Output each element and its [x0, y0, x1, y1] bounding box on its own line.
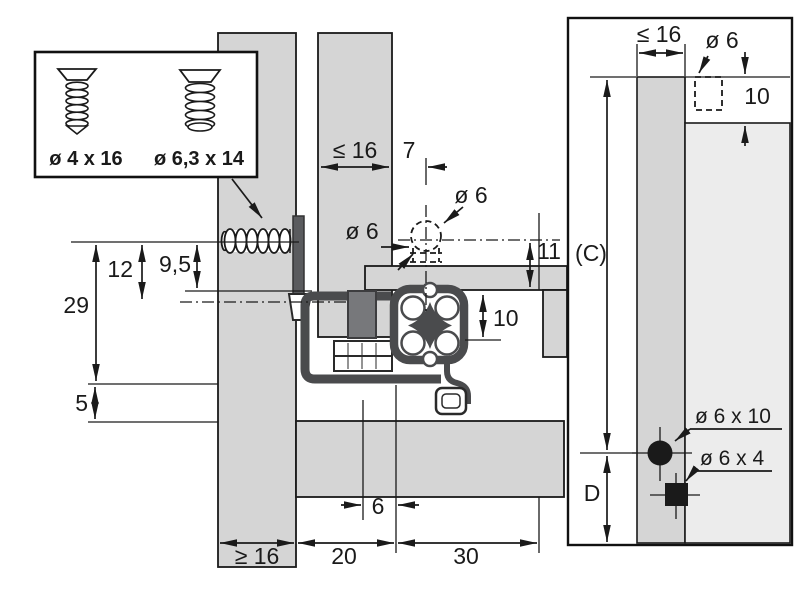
- side-view: ≤ 16 ø 6 10 (C) D ø 6 x 10 ø 6 x 4: [566, 16, 794, 547]
- dim-label-height-10: 10: [493, 305, 519, 331]
- dowel-pin-dashed: [398, 205, 560, 314]
- dim-offset-7: 7: [403, 137, 447, 185]
- drill-hole-dashed: [694, 76, 723, 111]
- rear-block: [542, 289, 568, 358]
- drill-position-back: [650, 473, 700, 519]
- slide-profile: [300, 281, 471, 416]
- dim-label-width-20: 20: [331, 543, 357, 569]
- slide-adapter-plates: [333, 340, 393, 372]
- dim-height-11: 11: [526, 238, 561, 287]
- dim-bottom-row: 6 ≥ 16 20 30: [220, 213, 540, 569]
- dim-label-hole-dia: ø 6: [345, 218, 378, 244]
- dim-label-height-9-5: 9,5: [159, 251, 191, 277]
- dim-pin-dia: ø 6: [443, 182, 488, 224]
- dim-panel-thickness-max: ≤ 16: [321, 137, 389, 171]
- dim-label-c: (C): [575, 240, 607, 266]
- drill-position-front: [632, 427, 692, 481]
- drawer-bottom-panel: [364, 265, 568, 291]
- small-screw-label: ø 4 x 16: [49, 148, 122, 170]
- small-screw-icon: [56, 68, 98, 136]
- dim-label-height-29: 29: [63, 292, 89, 318]
- dim-height-5: 5: [75, 387, 99, 419]
- euro-screw: [220, 228, 292, 254]
- legend-leader-arrow: [231, 178, 263, 219]
- large-screw-label: ø 6,3 x 14: [154, 148, 245, 170]
- slide-hook: [444, 362, 471, 404]
- dim-label-width-30: 30: [453, 543, 479, 569]
- dim-label-height-11: 11: [537, 238, 561, 264]
- dim-label-height-5: 5: [75, 390, 88, 416]
- large-screw-icon: [178, 69, 222, 132]
- dim-label-d: D: [584, 480, 601, 506]
- dim-label-height-12: 12: [107, 256, 133, 282]
- dim-label-right-thickness: ≤ 16: [637, 21, 682, 47]
- dim-height-9-5: 9,5: [159, 245, 201, 288]
- dim-height-29: 29: [63, 245, 100, 381]
- dim-label-right-hole-dia: ø 6: [705, 27, 738, 53]
- dim-label-panel-thickness-max: ≤ 16: [333, 137, 378, 163]
- dim-label-right-depth-10: 10: [744, 83, 770, 109]
- slide-clamp: [347, 290, 377, 339]
- side-view-panel-rear: [684, 122, 791, 544]
- dim-label-side-thickness-min: ≥ 16: [235, 543, 280, 569]
- bottom-shelf-panel: [295, 420, 565, 498]
- dim-label-pin-dia: ø 6: [454, 182, 487, 208]
- label-drill-back: ø 6 x 4: [700, 447, 765, 470]
- dim-height-10: 10: [465, 295, 519, 341]
- label-drill-front: ø 6 x 10: [695, 405, 771, 428]
- reference-lines: [71, 241, 346, 423]
- dim-label-offset-7: 7: [403, 137, 416, 163]
- ball-bearings: [400, 281, 460, 368]
- inset-screw-legend: ø 4 x 16 ø 6,3 x 14: [33, 50, 263, 219]
- ball-spacer: [408, 302, 452, 349]
- side-view-panel-strip: [636, 76, 686, 544]
- dim-height-12: 12: [107, 245, 146, 299]
- dim-label-gap-6: 6: [372, 493, 385, 519]
- dim-hole-dia: ø 6: [345, 218, 414, 271]
